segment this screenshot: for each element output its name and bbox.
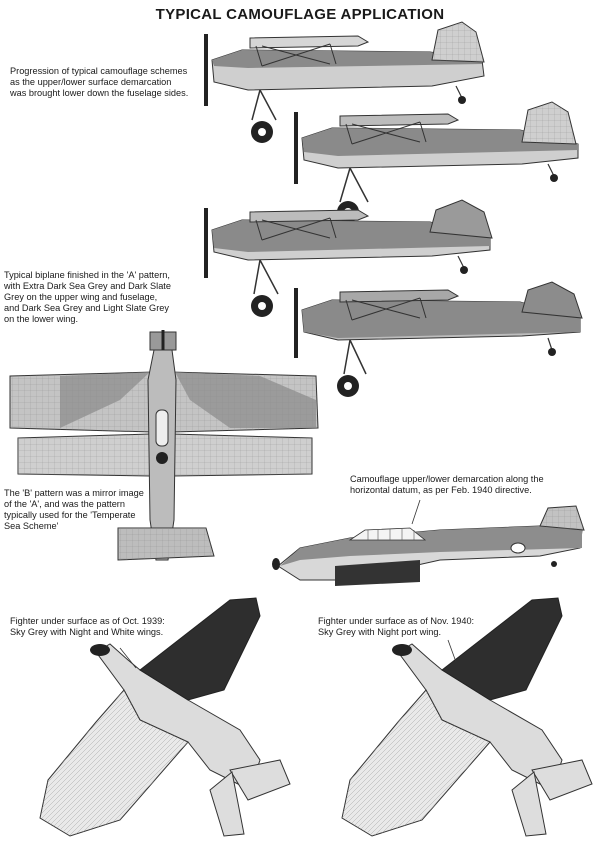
note-line: Typical biplane finished in the 'A' patt… <box>4 270 170 280</box>
page-title: TYPICAL CAMOUFLAGE APPLICATION <box>155 6 445 23</box>
note-line: on the lower wing. <box>4 314 79 324</box>
note-pattern-b: The 'B' pattern was a mirror image of th… <box>4 488 144 532</box>
note-line: Sky Grey with Night and White wings. <box>10 627 164 637</box>
fighter-underside-nov-1940 <box>341 597 593 837</box>
note-demarcation: Camouflage upper/lower demarcation along… <box>350 474 544 496</box>
monoplane-side-view <box>272 499 585 586</box>
note-line: with Extra Dark Sea Grey and Dark Slate <box>4 281 171 291</box>
note-line: of the 'A', and was the pattern <box>4 499 125 509</box>
note-line: was brought lower down the fuselage side… <box>10 88 189 98</box>
note-line: Camouflage upper/lower demarcation along… <box>350 474 544 484</box>
note-line: Progression of typical camouflage scheme… <box>10 66 188 76</box>
note-line: Grey on the upper wing and fuselage, <box>4 292 158 302</box>
note-progression: Progression of typical camouflage scheme… <box>10 66 188 99</box>
note-line: Sky Grey with Night port wing. <box>318 627 442 637</box>
note-fighter-oct: Fighter under surface as of Oct. 1939: S… <box>10 616 165 638</box>
note-biplane-a: Typical biplane finished in the 'A' patt… <box>4 270 171 325</box>
biplane-side-2 <box>294 101 579 223</box>
note-line: horizontal datum, as per Feb. 1940 direc… <box>350 485 532 495</box>
note-line: as the upper/lower surface demarcation <box>10 77 172 87</box>
note-line: Fighter under surface as of Oct. 1939: <box>10 616 165 626</box>
biplane-side-1: .camo1{fill:#8a8a8a} <box>204 21 485 143</box>
note-fighter-nov: Fighter under surface as of Nov. 1940: S… <box>318 616 474 638</box>
biplane-plan-view <box>9 330 319 561</box>
fighter-underside-oct-1939 <box>39 597 291 837</box>
note-line: and Dark Sea Grey and Light Slate Grey <box>4 303 169 313</box>
biplane-side-4 <box>294 281 583 397</box>
note-line: typically used for the 'Temperate <box>4 510 136 520</box>
note-line: Fighter under surface as of Nov. 1940: <box>318 616 475 626</box>
note-line: The 'B' pattern was a mirror image <box>4 488 144 498</box>
note-line: Sea Scheme' <box>4 521 59 531</box>
biplane-side-3 <box>204 199 493 317</box>
